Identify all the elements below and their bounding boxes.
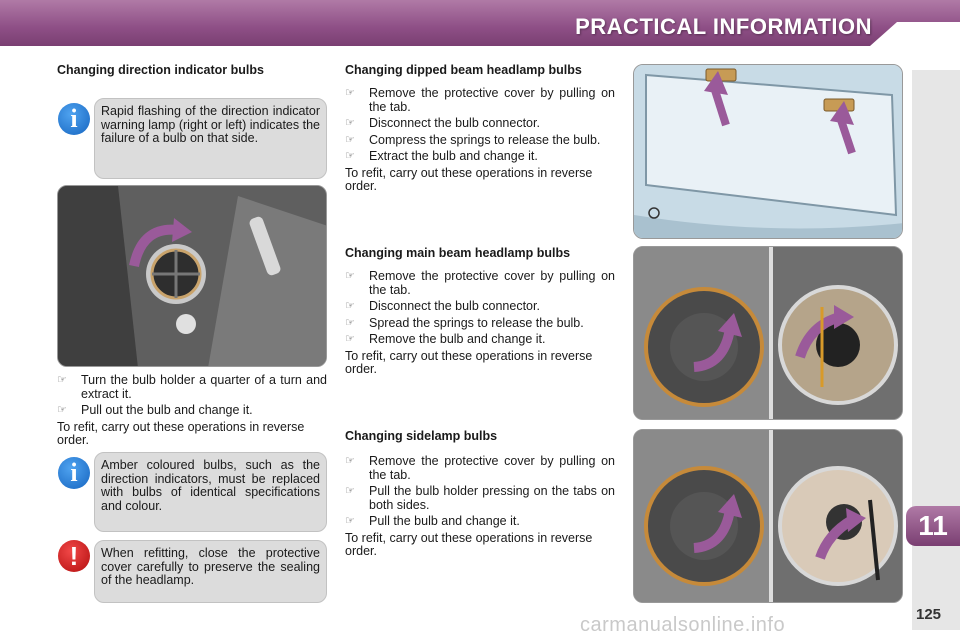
pointing-hand-icon: ☞: [345, 515, 355, 527]
step-item: ☞Turn the bulb holder a quarter of a tur…: [57, 373, 327, 401]
pointing-hand-icon: ☞: [345, 117, 355, 129]
sidelamp-section: Changing sidelamp bulbs ☞Remove the prot…: [345, 429, 615, 559]
pointing-hand-icon: ☞: [345, 300, 355, 312]
refit-text: To refit, carry out these operations in …: [345, 165, 593, 193]
pointing-hand-icon: ☞: [345, 316, 355, 329]
direction-indicator-photo: [57, 185, 327, 367]
section-heading: Changing direction indicator bulbs: [57, 63, 264, 77]
pointing-hand-icon: ☞: [345, 87, 355, 99]
step-item: ☞Remove the protective cover by pulling …: [345, 86, 615, 114]
refit-text: To refit, carry out these operations in …: [345, 348, 593, 376]
main-beam-illustration: [634, 247, 902, 419]
sidelamp-photo: [633, 429, 903, 603]
info-icon: i: [58, 103, 90, 135]
left-steps: ☞Turn the bulb holder a quarter of a tur…: [57, 373, 327, 448]
section-heading: Changing dipped beam headlamp bulbs: [345, 63, 582, 77]
pointing-hand-icon: ☞: [345, 455, 355, 467]
info-text: Rapid flashing of the direction indicato…: [101, 104, 320, 145]
step-item: ☞Spread the springs to release the bulb.: [345, 315, 584, 330]
pointing-hand-icon: ☞: [345, 133, 355, 146]
warning-text: When refitting, close the protective cov…: [101, 546, 320, 587]
info-box: Rapid flashing of the direction indicato…: [94, 98, 327, 179]
refit-text: To refit, carry out these operations in …: [57, 419, 305, 447]
step-item: ☞Disconnect the bulb connector.: [345, 116, 540, 130]
step-item: ☞Remove the protective cover by pulling …: [345, 269, 615, 297]
page-number: 125: [916, 606, 942, 623]
pointing-hand-icon: ☞: [57, 374, 67, 386]
sidelamp-illustration: [634, 430, 902, 602]
main-beam-section: Changing main beam headlamp bulbs ☞Remov…: [345, 246, 615, 377]
main-beam-photo: [633, 246, 903, 420]
step-item: ☞Pull the bulb holder pressing on the ta…: [345, 484, 615, 512]
section-heading: Changing main beam headlamp bulbs: [345, 246, 571, 260]
info-text: Amber coloured bulbs, such as the direct…: [101, 458, 320, 513]
page-header: PRACTICAL INFORMATION: [0, 0, 960, 46]
watermark: carmanualsonline.info: [580, 614, 786, 636]
warning-box: When refitting, close the protective cov…: [94, 540, 327, 603]
chapter-tab[interactable]: 11: [906, 506, 960, 546]
step-item: ☞Pull the bulb and change it.: [345, 514, 520, 528]
refit-text: To refit, carry out these operations in …: [345, 530, 593, 558]
step-item: ☞Remove the protective cover by pulling …: [345, 454, 615, 482]
step-item: ☞Compress the springs to release the bul…: [345, 132, 601, 147]
pointing-hand-icon: ☞: [345, 333, 355, 345]
info-box: Amber coloured bulbs, such as the direct…: [94, 452, 327, 532]
page-title: PRACTICAL INFORMATION: [575, 14, 872, 39]
pointing-hand-icon: ☞: [57, 404, 67, 416]
header-notch: [870, 22, 960, 46]
pointing-hand-icon: ☞: [345, 485, 355, 497]
warning-icon: !: [58, 540, 90, 572]
plate-lamp-illustration: [634, 65, 902, 238]
number-plate-lamp-photo: [633, 64, 903, 239]
pointing-hand-icon: ☞: [345, 150, 355, 162]
side-strip: [912, 70, 960, 630]
pointing-hand-icon: ☞: [345, 270, 355, 282]
step-item: ☞Extract the bulb and change it.: [345, 149, 538, 163]
dipped-beam-section: Changing dipped beam headlamp bulbs ☞Rem…: [345, 63, 615, 194]
direction-indicator-illustration: [58, 186, 326, 366]
step-item: ☞Disconnect the bulb connector.: [345, 299, 540, 313]
info-icon: i: [58, 457, 90, 489]
section-heading: Changing sidelamp bulbs: [345, 429, 498, 443]
step-item: ☞Remove the bulb and change it.: [345, 332, 546, 346]
left-heading-wrap: Changing direction indicator bulbs: [57, 63, 327, 77]
step-item: ☞Pull out the bulb and change it.: [57, 403, 253, 417]
